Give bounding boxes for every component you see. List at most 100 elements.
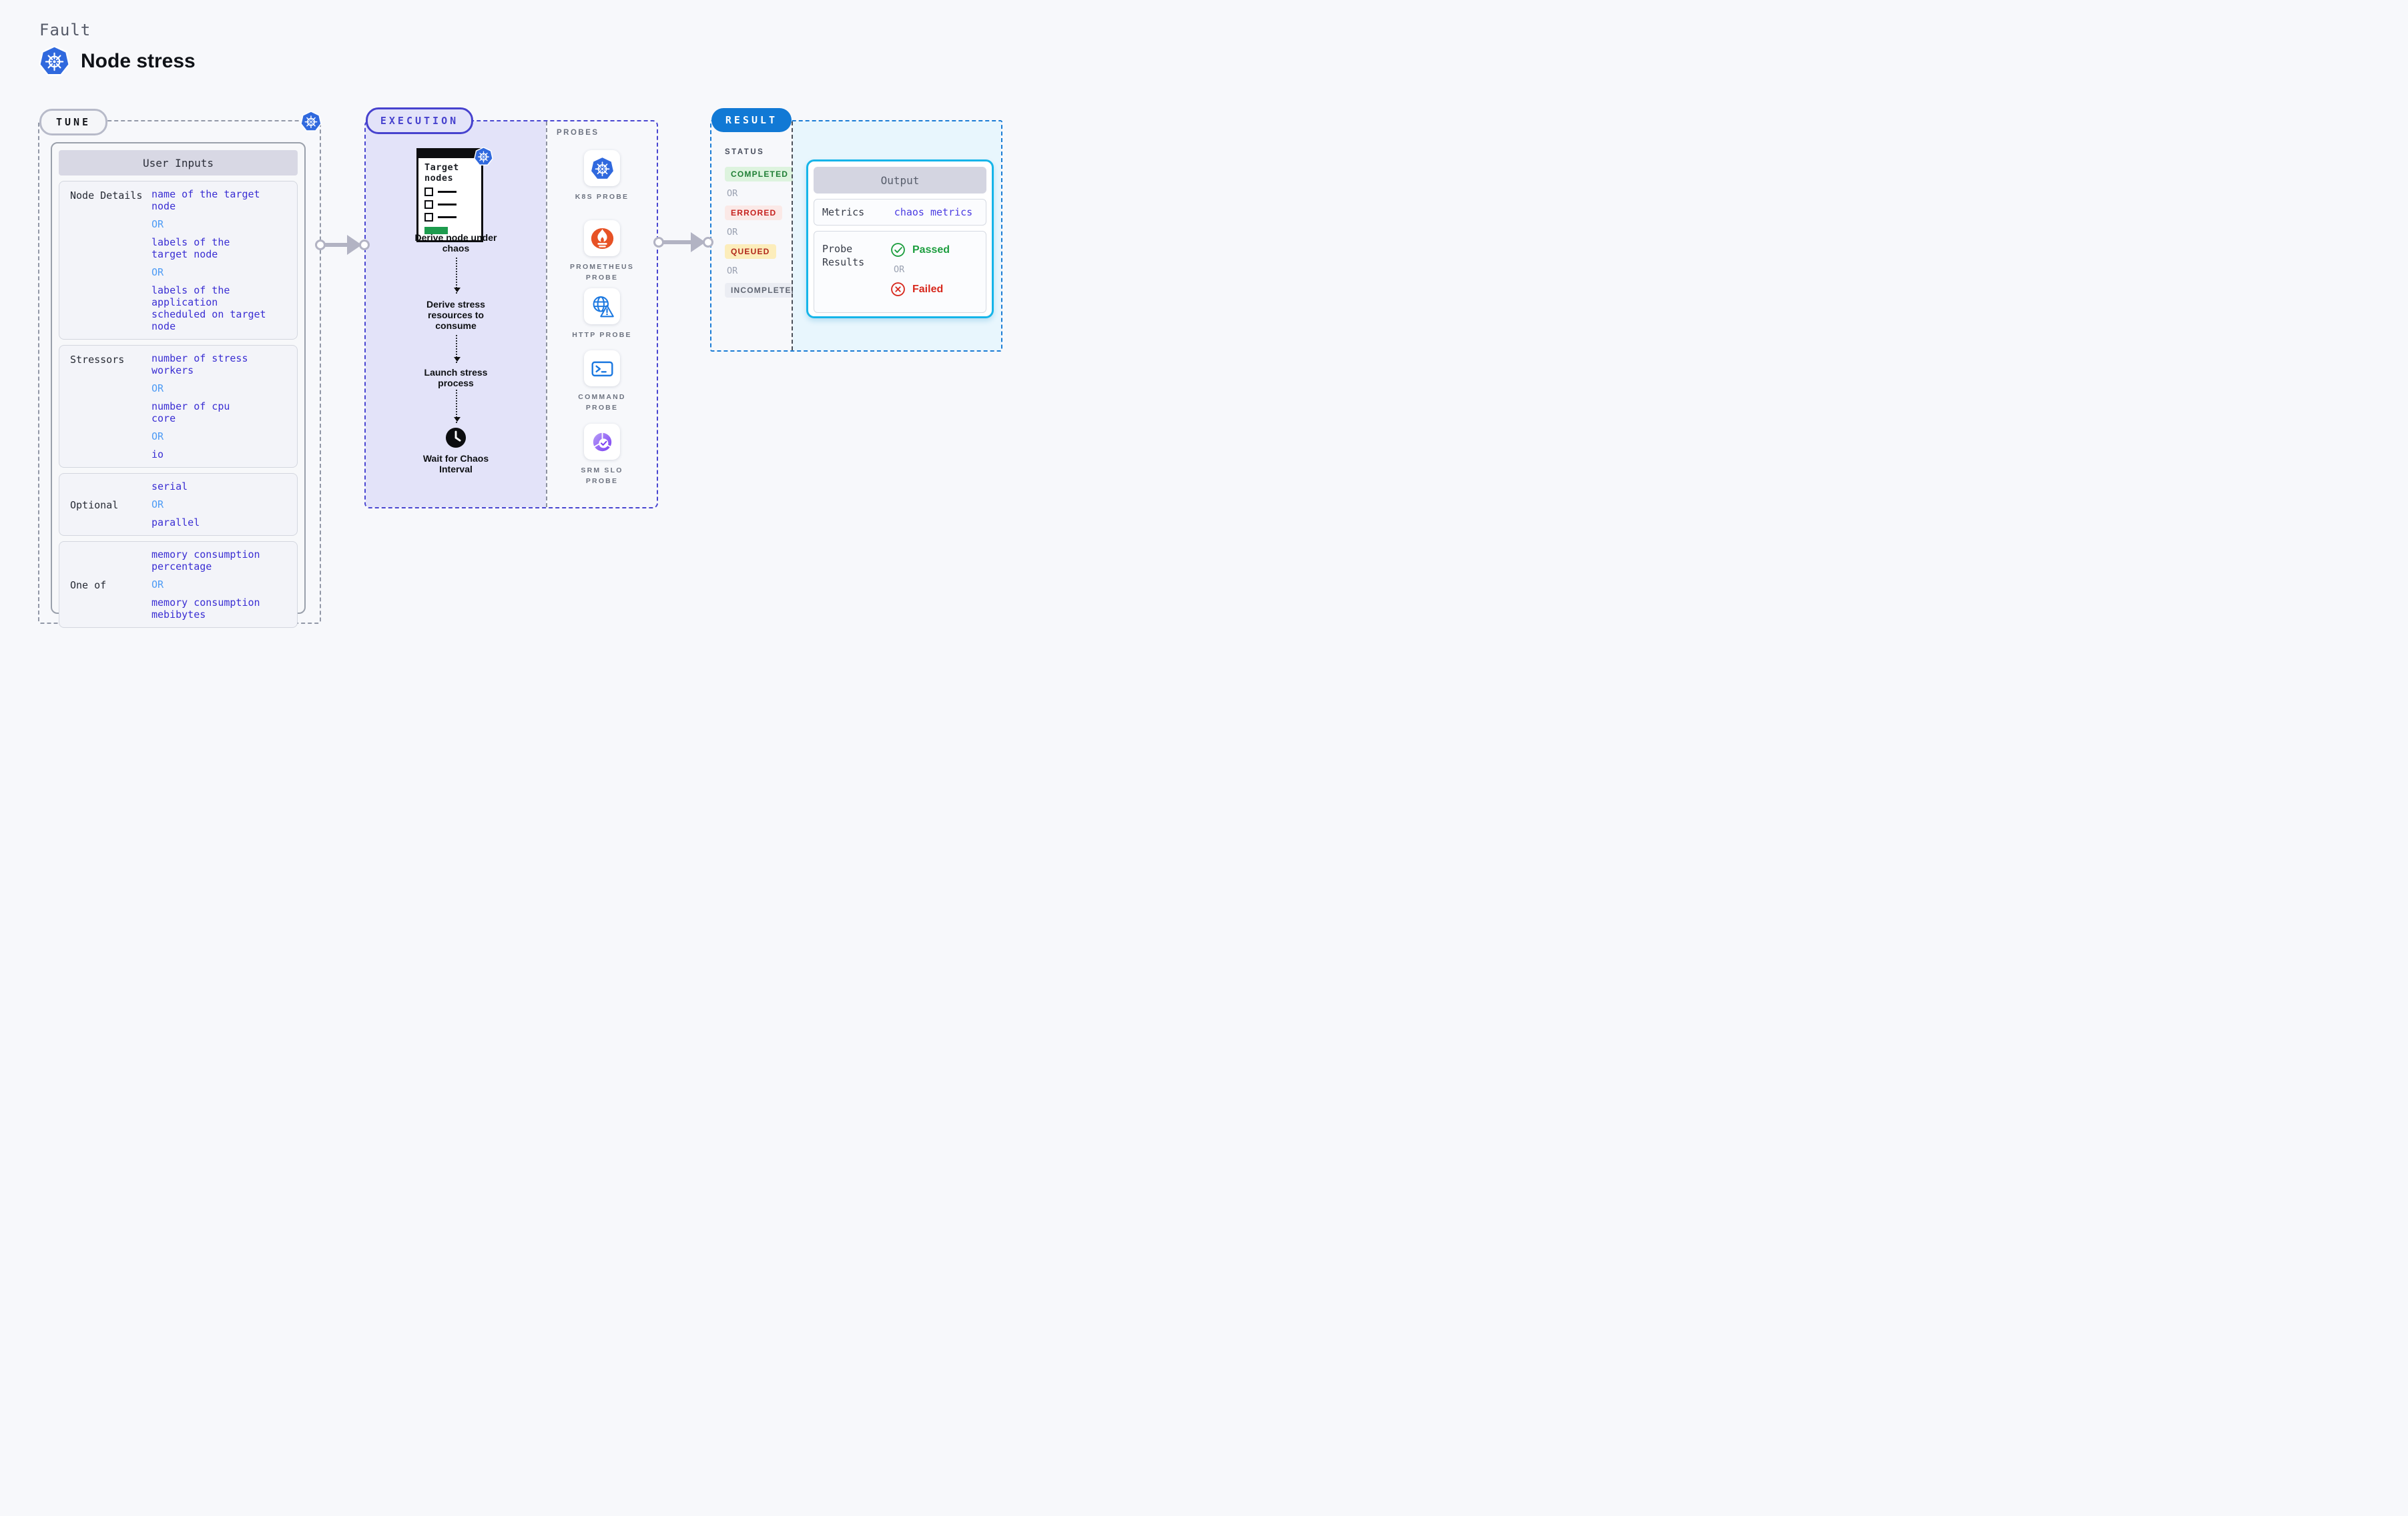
probe-label: COMMAND PROBE — [578, 393, 626, 412]
probe-k8s: K8S PROBE — [547, 150, 657, 202]
status-badge-completed: COMPLETED — [725, 167, 795, 181]
row-values: name of the target node OR labels of the… — [152, 188, 290, 332]
probe-card — [584, 350, 620, 386]
arrow-connector-dot — [315, 240, 326, 250]
execution-pill: EXECUTION — [366, 107, 473, 134]
probe-card — [584, 150, 620, 186]
step-derive-node: Derive node under chaos — [414, 232, 497, 254]
option-value: number of stress workers — [152, 352, 248, 376]
or-separator: OR — [152, 266, 164, 278]
status-heading: STATUS — [725, 148, 765, 156]
http-globe-icon — [590, 294, 615, 319]
step-wait-interval: Wait for Chaos Interval — [422, 453, 489, 474]
table-row-one-of: One of memory consumption percentage OR … — [59, 541, 298, 628]
down-arrow-icon — [453, 335, 461, 363]
arrow-head — [691, 232, 705, 252]
probe-prometheus: PROMETHEUS PROBE — [547, 220, 657, 284]
page-title: Node stress — [81, 49, 196, 72]
x-circle-icon — [890, 282, 906, 297]
or-separator: OR — [152, 218, 164, 230]
probes-heading: PROBES — [557, 129, 599, 137]
table-row-node-details: Node Details name of the target node OR … — [59, 181, 298, 340]
option-value: io — [152, 448, 164, 460]
arrow-connector-dot — [703, 237, 713, 248]
kubernetes-icon — [590, 156, 615, 181]
flow-arrow-execution-to-result — [653, 230, 713, 254]
row-label: Stressors — [70, 354, 125, 366]
progress-bar — [424, 227, 448, 235]
arrow-shaft — [320, 243, 350, 247]
option-value: name of the target node — [152, 188, 260, 212]
terminal-icon — [590, 356, 615, 381]
step-launch-stress: Launch stress process — [424, 367, 488, 388]
option-value: labels of the target node — [152, 236, 230, 260]
row-label: Optional — [70, 499, 119, 511]
result-pill: RESULT — [711, 108, 792, 132]
prometheus-icon — [590, 226, 615, 251]
or-separator: OR — [152, 430, 164, 442]
probe-label: HTTP PROBE — [572, 331, 632, 339]
option-value: labels of the application scheduled on t… — [152, 284, 266, 332]
probe-label: PROMETHEUS PROBE — [569, 263, 635, 282]
checkbox-icon — [424, 200, 433, 210]
result-section: STATUS COMPLETED OR ERRORED OR QUEUED OR… — [710, 120, 1002, 352]
probe-results-row: Probe Results Passed OR Failed — [814, 231, 986, 313]
step-derive-stress: Derive stress resources to consume — [426, 299, 485, 331]
failed-label: Failed — [912, 283, 944, 295]
diagram-canvas: Fault Node stress TUNE User Inputs Node … — [0, 0, 1046, 659]
row-values: number of stress workers OR number of cp… — [152, 352, 290, 460]
list-line — [438, 191, 457, 193]
fault-eyebrow: Fault — [39, 21, 91, 39]
output-panel: Output Metrics chaos metrics Probe Resul… — [793, 121, 1001, 350]
probe-card — [584, 288, 620, 324]
list-line — [438, 216, 457, 218]
clipboard-body: Target nodes — [416, 158, 483, 243]
user-inputs-title: User Inputs — [59, 150, 298, 175]
or-separator: OR — [152, 382, 164, 394]
option-value: parallel — [152, 516, 200, 528]
page-header: Node stress — [39, 45, 196, 77]
probe-label: SRM SLO PROBE — [581, 466, 623, 486]
row-label: One of — [70, 579, 107, 591]
passed-result: Passed — [890, 242, 978, 258]
table-row-optional: Optional serial OR parallel — [59, 473, 298, 536]
row-label: Node Details — [70, 190, 143, 202]
down-arrow-icon — [453, 390, 461, 423]
execution-section: Target nodes Derive node under chaos Der… — [364, 120, 658, 508]
option-value: memory consumption mebibytes — [152, 597, 260, 621]
or-separator: OR — [727, 227, 738, 238]
output-card: Output Metrics chaos metrics Probe Resul… — [806, 159, 994, 318]
or-separator: OR — [727, 188, 738, 199]
output-title: Output — [814, 167, 986, 194]
list-line — [438, 204, 457, 206]
or-separator: OR — [152, 498, 164, 510]
flow-arrow-tune-to-execution — [315, 233, 370, 257]
clock-icon — [445, 427, 467, 448]
probe-http: HTTP PROBE — [547, 288, 657, 340]
metrics-value: chaos metrics — [894, 206, 973, 218]
status-output-divider — [792, 121, 793, 350]
checkbox-row — [424, 200, 475, 210]
or-separator: OR — [894, 264, 905, 275]
probes-section: PROBES K8S PROBE PROMETHEUS PROBE HTTP P… — [546, 121, 657, 507]
tune-pill: TUNE — [39, 109, 107, 135]
checkbox-row — [424, 213, 475, 222]
table-row-stressors: Stressors number of stress workers OR nu… — [59, 345, 298, 468]
clipboard-title: Target nodes — [424, 162, 459, 183]
checkbox-icon — [424, 187, 433, 197]
clipboard-top-bar — [416, 148, 483, 158]
target-nodes-clipboard: Target nodes — [416, 148, 483, 243]
probe-card — [584, 220, 620, 256]
metrics-row: Metrics chaos metrics — [814, 199, 986, 226]
option-value: serial — [152, 480, 188, 492]
kubernetes-icon — [300, 111, 322, 132]
probe-command: COMMAND PROBE — [547, 350, 657, 414]
passed-label: Passed — [912, 244, 950, 256]
option-value: memory consumption percentage — [152, 548, 260, 573]
kubernetes-icon — [474, 147, 493, 166]
arrow-connector-dot — [653, 237, 664, 248]
down-arrow-icon — [453, 258, 461, 294]
or-separator: OR — [152, 579, 164, 591]
arrow-connector-dot — [359, 240, 370, 250]
probe-label: K8S PROBE — [575, 193, 629, 201]
